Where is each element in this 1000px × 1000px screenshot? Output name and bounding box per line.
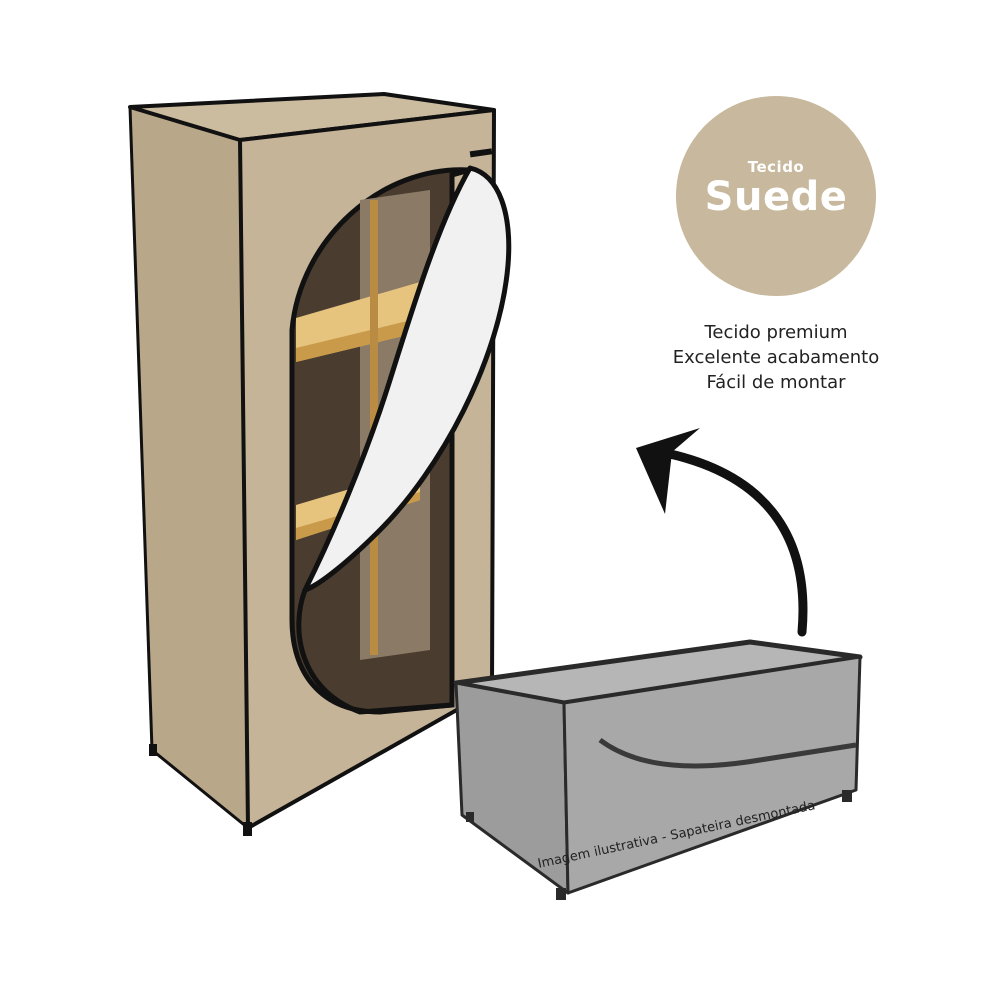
feature-item: Fácil de montar xyxy=(706,372,846,393)
shelf-upper-edge xyxy=(296,318,420,362)
features-list: Tecido premium Excelente acabamento Fáci… xyxy=(630,320,922,395)
arrow-head xyxy=(636,428,700,514)
fabric-badge: Tecido Suede xyxy=(676,96,876,296)
feature-item: Excelente acabamento xyxy=(672,347,880,368)
box-foot xyxy=(556,888,566,900)
wardrobe-leg xyxy=(149,744,157,756)
box-foot xyxy=(466,812,474,822)
box-foot xyxy=(842,790,852,802)
feature-item: Tecido premium xyxy=(704,322,848,343)
wardrobe-door-flap xyxy=(302,165,512,593)
box-side-face xyxy=(562,655,862,895)
door-zipper-trim xyxy=(296,589,453,715)
shoe-rack-wardrobe xyxy=(128,92,512,836)
wardrobe-side-panel xyxy=(128,105,250,830)
folded-shoe-rack-box xyxy=(453,639,863,900)
badge-subtitle: Tecido xyxy=(747,158,805,176)
wardrobe-leg xyxy=(243,822,252,836)
badge-title: Suede xyxy=(704,174,848,220)
arrow-shaft xyxy=(645,445,808,637)
curved-arrow xyxy=(636,428,808,637)
box-zipper-trim xyxy=(598,737,857,769)
zipper-pull xyxy=(469,148,493,158)
